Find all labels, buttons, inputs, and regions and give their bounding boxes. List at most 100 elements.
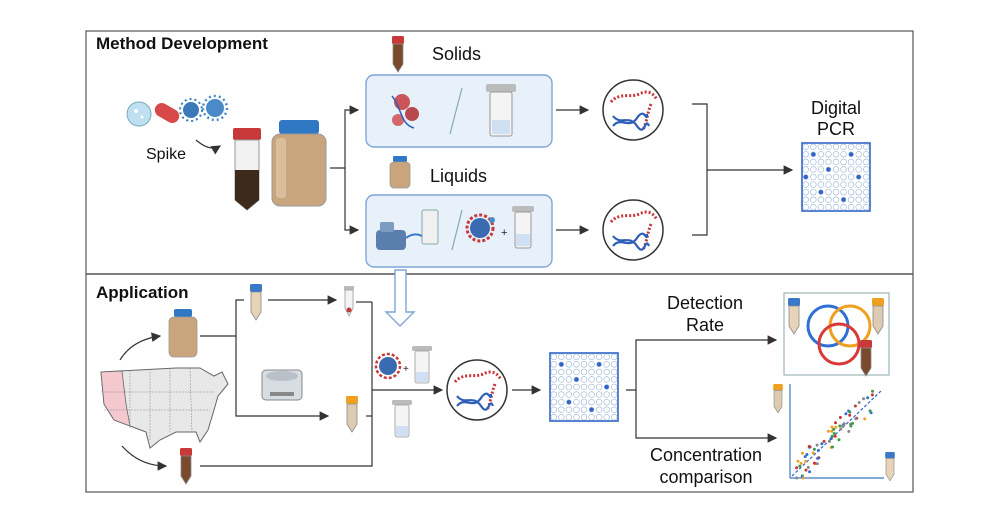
scatter-point bbox=[796, 459, 800, 463]
plate-well bbox=[550, 391, 557, 398]
sample-bottle-icon bbox=[168, 309, 198, 358]
hollow-down-arrow bbox=[384, 269, 416, 327]
plate-well bbox=[825, 166, 832, 173]
plate-well bbox=[611, 414, 618, 421]
plate-well bbox=[595, 376, 603, 383]
scatter-point bbox=[808, 470, 812, 474]
bead-capture-icon bbox=[465, 213, 495, 243]
scatter-point bbox=[815, 443, 819, 447]
plate-well bbox=[558, 383, 565, 391]
virus-icon bbox=[179, 98, 203, 122]
plate-well bbox=[580, 383, 588, 391]
plate-well bbox=[855, 151, 862, 158]
plate-well bbox=[558, 353, 565, 360]
plate-well bbox=[595, 406, 603, 413]
plate-well bbox=[588, 398, 595, 406]
scatter-point bbox=[830, 429, 834, 433]
plate-well bbox=[855, 181, 862, 188]
spike-label: Spike bbox=[146, 146, 187, 163]
bead-capture-icon bbox=[374, 352, 402, 380]
plate-well bbox=[550, 414, 557, 421]
plate-well bbox=[863, 181, 870, 188]
plate-well bbox=[810, 181, 817, 188]
scatter-point bbox=[863, 417, 867, 421]
scatter-point bbox=[833, 434, 837, 438]
scatter-point bbox=[828, 439, 831, 443]
plate-well bbox=[832, 173, 840, 181]
plate-well bbox=[550, 406, 557, 413]
scatter-point bbox=[853, 404, 857, 408]
concentration-comparison-label: Concentration comparison bbox=[636, 444, 776, 488]
scatter-point bbox=[871, 389, 874, 393]
plate-well bbox=[817, 196, 825, 203]
sample-tube-icon bbox=[772, 383, 784, 414]
plate-well bbox=[855, 196, 862, 203]
plate-well bbox=[595, 368, 603, 376]
plate-well bbox=[603, 391, 610, 398]
digital-pcr-plate-icon bbox=[549, 352, 619, 422]
plate-well bbox=[603, 398, 610, 406]
plate-well bbox=[611, 383, 618, 391]
plate-well bbox=[573, 414, 580, 421]
solids-tube-icon bbox=[391, 35, 405, 73]
plate-well bbox=[573, 353, 580, 360]
plate-well bbox=[863, 166, 870, 173]
scatter-point bbox=[832, 432, 836, 435]
scatter-point bbox=[839, 427, 843, 431]
plate-well bbox=[550, 383, 557, 391]
plate-well bbox=[840, 143, 847, 150]
plate-well bbox=[825, 188, 832, 196]
filter-tube-icon bbox=[486, 84, 516, 137]
scatter-point bbox=[804, 468, 808, 472]
plate-well bbox=[802, 151, 809, 158]
plate-well bbox=[855, 204, 862, 211]
plate-well bbox=[580, 391, 588, 398]
plate-well bbox=[847, 188, 855, 196]
plate-well bbox=[817, 151, 825, 158]
plate-well bbox=[848, 151, 854, 158]
scatter-point bbox=[812, 447, 816, 451]
plate-well bbox=[802, 196, 809, 203]
plate-well bbox=[558, 376, 565, 383]
curved-arrow bbox=[119, 332, 162, 361]
scatter-point bbox=[811, 451, 815, 455]
scatter-point bbox=[862, 397, 865, 401]
plate-well bbox=[825, 143, 832, 150]
branch-connector bbox=[344, 168, 360, 235]
plate-well bbox=[611, 376, 618, 383]
sample-bottle-icon bbox=[271, 120, 327, 207]
plate-well bbox=[566, 399, 572, 405]
plate-well bbox=[550, 368, 557, 376]
plate-well bbox=[840, 188, 847, 196]
plate-well bbox=[611, 353, 618, 360]
scatter-point bbox=[812, 461, 816, 465]
scatter-point bbox=[830, 434, 834, 438]
dna-extract-icon bbox=[601, 198, 665, 262]
liquids-panel bbox=[365, 194, 553, 268]
plate-well bbox=[603, 361, 610, 368]
plate-well bbox=[588, 383, 595, 391]
plate-well bbox=[588, 406, 595, 413]
plate-well bbox=[588, 361, 595, 368]
plate-well bbox=[558, 368, 565, 376]
scatter-point bbox=[847, 429, 851, 433]
plate-well bbox=[817, 204, 825, 211]
scatter-point bbox=[806, 465, 810, 469]
plate-well bbox=[817, 166, 825, 173]
plate-well bbox=[840, 204, 847, 211]
centrifuge-icon bbox=[261, 369, 303, 401]
plate-well bbox=[855, 174, 862, 180]
concentration-comparison-label-line2: comparison bbox=[659, 467, 753, 487]
scatter-point bbox=[795, 466, 799, 470]
scatter-point bbox=[816, 448, 820, 452]
panel-separator bbox=[451, 209, 463, 251]
scatter-point bbox=[795, 476, 799, 480]
plate-well bbox=[863, 151, 870, 158]
plate-well bbox=[596, 361, 602, 368]
plate-well bbox=[595, 398, 603, 406]
plate-well bbox=[550, 376, 557, 383]
branch-connector bbox=[235, 336, 330, 421]
plate-well bbox=[573, 383, 580, 391]
plate-well bbox=[595, 383, 603, 391]
plate-well bbox=[803, 174, 809, 180]
